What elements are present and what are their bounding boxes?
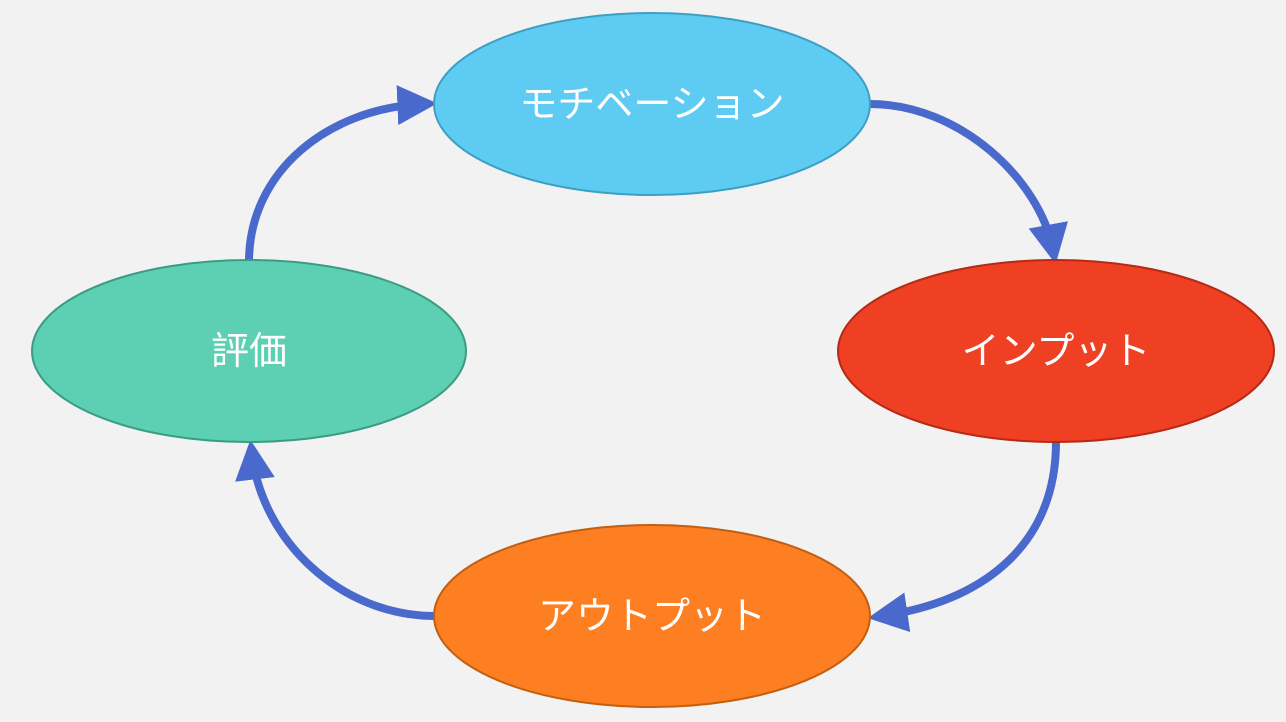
node-input-shape xyxy=(837,259,1275,443)
arrow-input-to-output xyxy=(867,441,1060,633)
node-evaluation-shape xyxy=(31,259,467,443)
node-motivation-label: モチベーション xyxy=(519,82,784,126)
node-motivation: モチベーション xyxy=(433,12,871,196)
arrow-motivation-to-input xyxy=(869,100,1068,265)
node-output-label: アウトプット xyxy=(538,594,766,638)
arrow-evaluation-to-motivation xyxy=(245,85,438,263)
arrow-output-to-evaluation xyxy=(235,439,436,620)
node-input: インプット xyxy=(837,259,1275,443)
node-output-shape xyxy=(433,524,871,708)
node-input-label: インプット xyxy=(962,329,1151,373)
node-output: アウトプット xyxy=(433,524,871,708)
node-evaluation: 評価 xyxy=(31,259,467,443)
node-evaluation-label: 評価 xyxy=(211,329,287,373)
cycle-arrows xyxy=(235,85,1068,633)
node-motivation-shape xyxy=(433,12,871,196)
